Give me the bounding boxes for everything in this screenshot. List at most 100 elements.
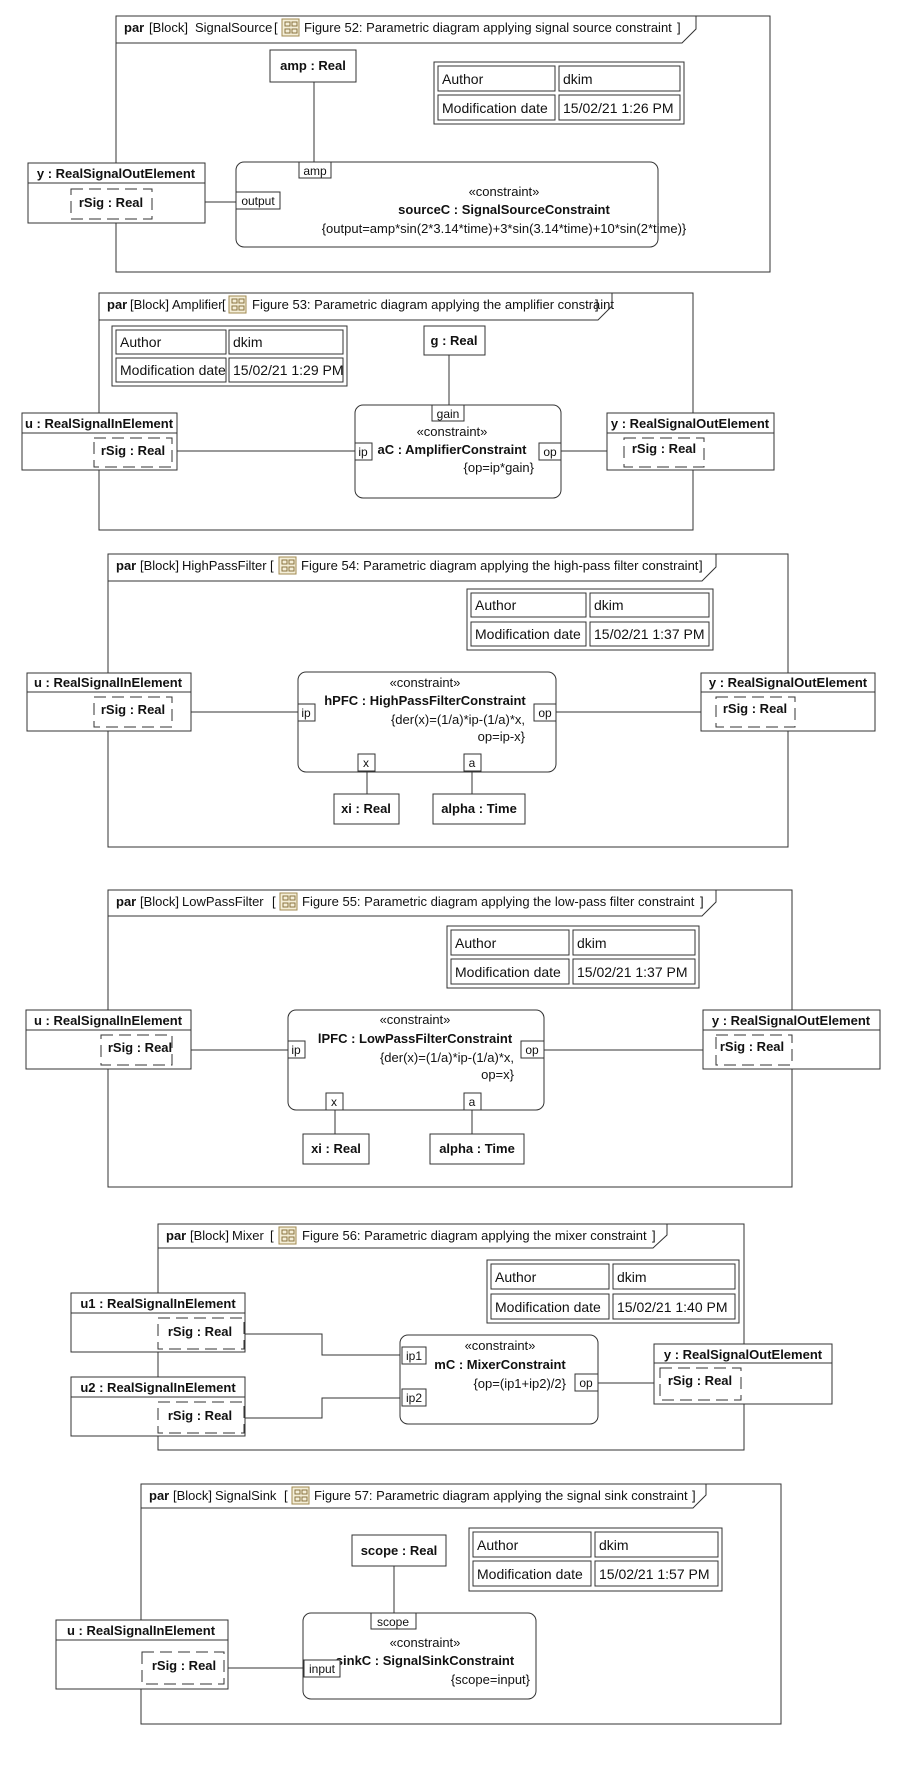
signal-element-name: u : RealSignalInElement: [34, 675, 183, 690]
constraint-port-label: a: [469, 756, 476, 770]
constraint-port-label: ip2: [406, 1391, 422, 1405]
diagram-block-name: SignalSink: [215, 1488, 277, 1503]
constraint-stereotype: «constraint»: [380, 1012, 451, 1027]
diagram-block-kind: [Block]: [149, 20, 188, 35]
constraint-port-label: ip: [358, 445, 368, 459]
diagram-caption: Figure 53: Parametric diagram applying t…: [252, 297, 614, 312]
constraint-port-label: op: [538, 706, 552, 720]
diagram-block-name: SignalSource: [195, 20, 272, 35]
diagram-caption: Figure 52: Parametric diagram applying s…: [304, 20, 672, 35]
signal-part: rSig : Real: [168, 1408, 232, 1423]
signal-element-name: y : RealSignalOutElement: [611, 416, 770, 431]
constraint-port: [431, 404, 465, 422]
diagram-block-kind: [Block]: [130, 297, 169, 312]
constraint-port-label: ip1: [406, 1349, 422, 1363]
constraint-name: aC : AmplifierConstraint: [377, 442, 527, 457]
constraint-body: {der(x)=(1/a)*ip-(1/a)*x,: [391, 712, 525, 727]
value-property: alpha : Time: [432, 793, 526, 825]
signal-part: rSig : Real: [101, 702, 165, 717]
signal-element: y : RealSignalOutElement rSig : Real: [653, 1343, 833, 1405]
diagram-header: par [Block] SignalSink [ Figure 57: Para…: [149, 1486, 696, 1505]
diagram-frame: [98, 292, 694, 531]
modification-date-label: Modification date: [442, 100, 548, 116]
signal-element: u : RealSignalInElement rSig : Real: [21, 412, 178, 471]
value-property: g : Real: [423, 325, 486, 356]
diagram-header: par [Block] LowPassFilter [ Figure 55: P…: [116, 892, 704, 911]
value-property-label: alpha : Time: [439, 1141, 515, 1156]
diagram-block-kind: [Block]: [190, 1228, 229, 1243]
author-table: Author dkim Modification date 15/02/21 1…: [468, 1527, 723, 1592]
signal-part: rSig : Real: [101, 443, 165, 458]
diagram-caption: Figure 56: Parametric diagram applying t…: [302, 1228, 647, 1243]
signal-element-name: y : RealSignalOutElement: [664, 1347, 823, 1362]
signal-element: u1 : RealSignalInElement rSig : Real: [70, 1292, 246, 1353]
value-property: xi : Real: [333, 793, 400, 825]
constraint-port-label: scope: [377, 1615, 409, 1629]
author-value: dkim: [563, 71, 593, 87]
bracket-close: ]: [677, 20, 681, 35]
constraint-port-label: x: [331, 1095, 337, 1109]
diagram-caption: Figure 55: Parametric diagram applying t…: [302, 894, 695, 909]
constraint-port-label: a: [469, 1095, 476, 1109]
diagram-header: par [Block] HighPassFilter [ Figure 54: …: [116, 556, 703, 575]
bracket-open: [: [284, 1488, 288, 1503]
author-value: dkim: [594, 597, 624, 613]
signal-element-name: u : RealSignalInElement: [67, 1623, 216, 1638]
signal-part: rSig : Real: [168, 1324, 232, 1339]
modification-date-value: 15/02/21 1:37 PM: [594, 626, 705, 642]
author-label: Author: [477, 1537, 519, 1553]
bracket-close: ]: [699, 558, 703, 573]
diagram-icon: [228, 295, 247, 314]
diagram-low-pass-filter: par [Block] LowPassFilter [ Figure 55: P…: [25, 889, 881, 1188]
modification-date-label: Modification date: [455, 964, 561, 980]
constraint-name: hPFC : HighPassFilterConstraint: [324, 693, 526, 708]
diagram-mixer: par [Block] Mixer [ Figure 56: Parametri…: [70, 1223, 833, 1451]
constraint-block: «constraint» sourceC : SignalSourceConst…: [235, 161, 687, 248]
diagram-icon: [291, 1486, 310, 1505]
diagram-caption: Figure 54: Parametric diagram applying t…: [301, 558, 699, 573]
diagram-header-tab: [108, 554, 717, 582]
constraint-port: [370, 1612, 417, 1630]
author-value: dkim: [599, 1537, 629, 1553]
constraint-stereotype: «constraint»: [390, 675, 461, 690]
constraint-port-label: input: [309, 1662, 336, 1676]
constraint-name: sourceC : SignalSourceConstraint: [398, 202, 610, 217]
author-table: Author dkim Modification date 15/02/21 1…: [466, 588, 714, 651]
diagram-header-tab: [158, 1224, 668, 1249]
constraint-body: {der(x)=(1/a)*ip-(1/a)*x,: [380, 1050, 514, 1065]
constraint-body: {op=(ip1+ip2)/2}: [473, 1376, 566, 1391]
constraint-port: [463, 753, 482, 772]
diagram-keyword: par: [107, 297, 127, 312]
constraint-block: «constraint» lPFC : LowPassFilterConstra…: [287, 1009, 545, 1111]
signal-element: y : RealSignalOutElement rSig : Real: [27, 162, 206, 224]
diagram-signal-sink: par [Block] SignalSink [ Figure 57: Para…: [55, 1483, 782, 1725]
constraint-body: {scope=input}: [451, 1672, 531, 1687]
signal-part: rSig : Real: [152, 1658, 216, 1673]
diagram-header-tab: [116, 16, 697, 44]
diagram-header-tab: [99, 293, 613, 321]
diagram-header: par [Block] Amplifier [ Figure 53: Param…: [107, 295, 614, 314]
constraint-port-label: op: [543, 445, 557, 459]
modification-date-value: 15/02/21 1:37 PM: [577, 964, 688, 980]
value-property-label: xi : Real: [311, 1141, 361, 1156]
constraint-port: [520, 1040, 545, 1059]
bracket-open: [: [270, 558, 274, 573]
diagram-amplifier: par [Block] Amplifier [ Figure 53: Param…: [21, 292, 775, 531]
diagram-header-tab: [141, 1484, 707, 1509]
value-property-label: alpha : Time: [441, 801, 517, 816]
author-label: Author: [120, 334, 162, 350]
modification-date-label: Modification date: [477, 1566, 583, 1582]
diagram-header: par [Block] SignalSource [ Figure 52: Pa…: [124, 18, 681, 37]
diagram-icon: [278, 556, 297, 575]
signal-element: u : RealSignalInElement rSig : Real: [25, 1009, 192, 1070]
bracket-open: [: [222, 297, 226, 312]
author-label: Author: [495, 1269, 537, 1285]
signal-element-name: y : RealSignalOutElement: [709, 675, 868, 690]
diagram-keyword: par: [116, 558, 136, 573]
constraint-port: [303, 1659, 341, 1678]
value-property-label: amp : Real: [280, 58, 346, 73]
modification-date-value: 15/02/21 1:40 PM: [617, 1299, 728, 1315]
signal-element-name: u2 : RealSignalInElement: [80, 1380, 236, 1395]
diagram-header: par [Block] Mixer [ Figure 56: Parametri…: [166, 1226, 656, 1245]
constraint-block: «constraint» sinkC : SignalSinkConstrain…: [302, 1612, 537, 1700]
